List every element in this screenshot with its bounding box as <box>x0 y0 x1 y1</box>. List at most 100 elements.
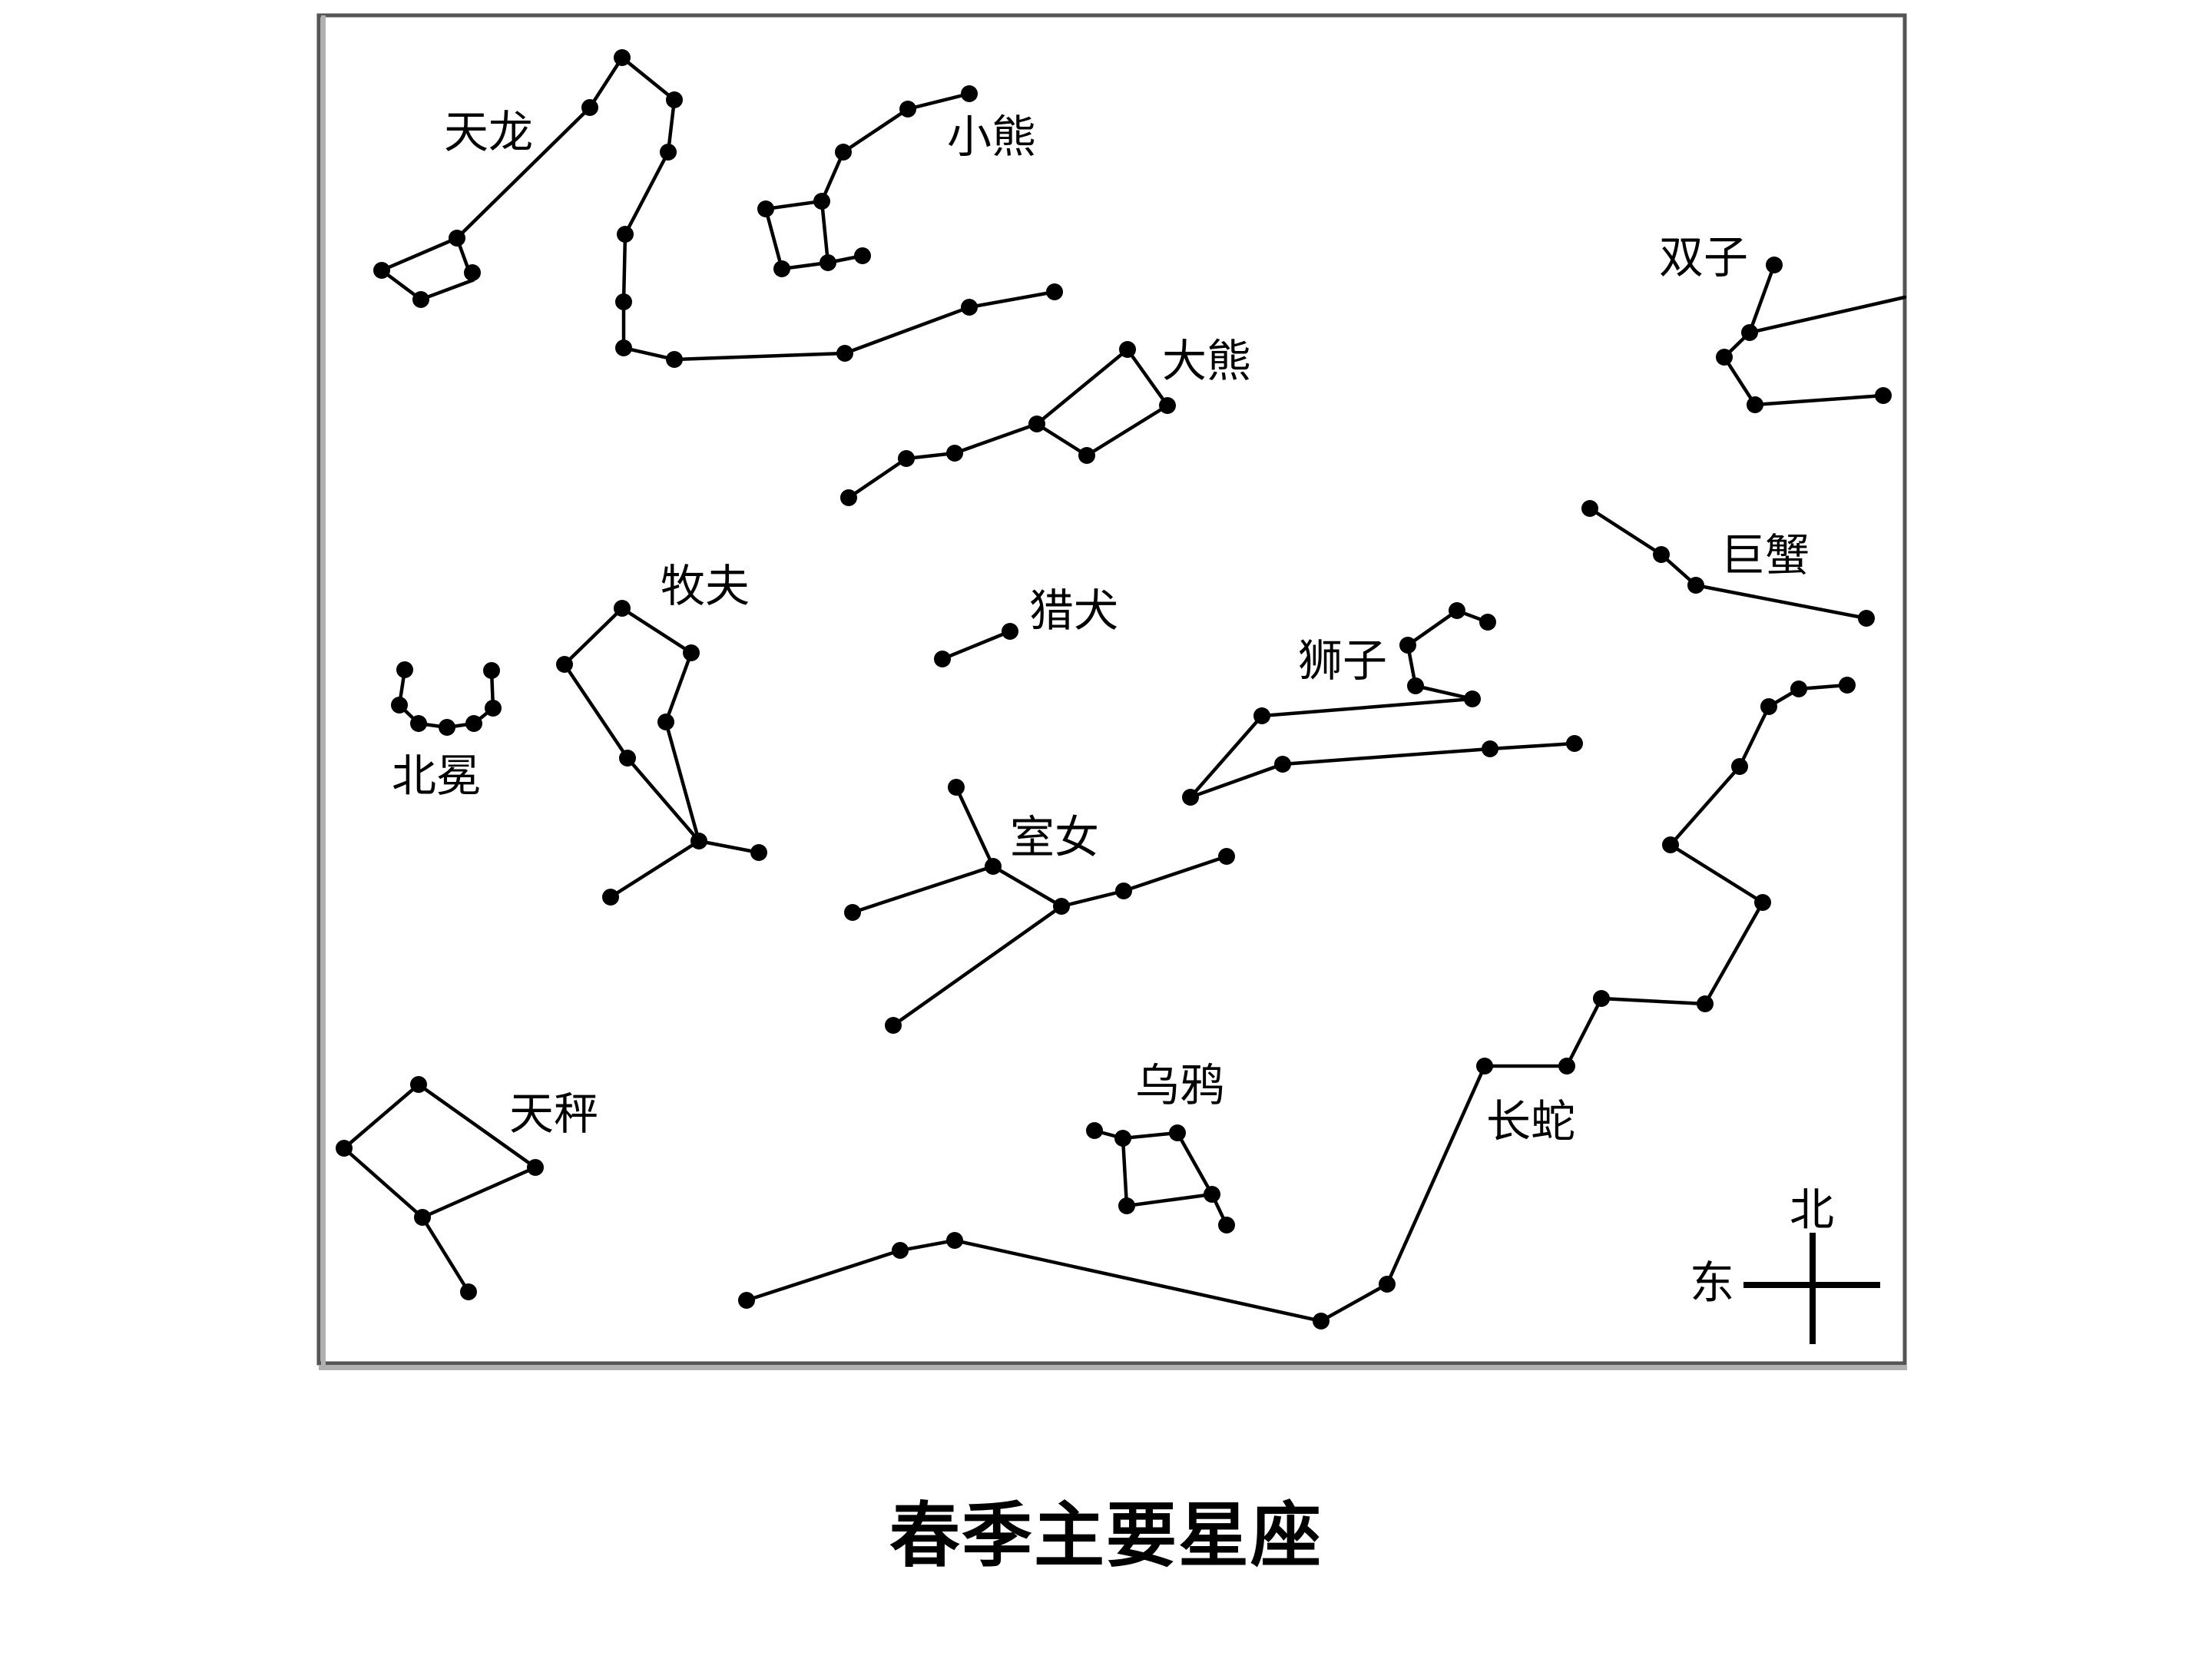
draco-star-14 <box>961 299 978 316</box>
libra-star-1 <box>410 1076 427 1093</box>
corvus-star-1 <box>1086 1122 1103 1139</box>
label-libra: 天秤 <box>509 1088 598 1140</box>
hydra-star-9 <box>1558 1058 1575 1075</box>
draco-star-1 <box>614 49 631 66</box>
label-leo: 狮子 <box>1298 634 1387 687</box>
cancer-star-4 <box>1858 610 1875 627</box>
virgo-star-5 <box>1115 882 1132 899</box>
hydra-star-1 <box>1839 677 1856 694</box>
hydra-star-15 <box>738 1292 755 1309</box>
draco-star-8 <box>464 264 481 281</box>
hydra-star-8 <box>1593 990 1610 1007</box>
compass-east-label: 东 <box>1690 1257 1734 1309</box>
ursa-major-star-5 <box>946 445 963 462</box>
bootes-star-7 <box>750 844 767 861</box>
hydra-star-4 <box>1731 758 1748 775</box>
virgo-star-2 <box>985 858 1002 875</box>
draco-star-4 <box>660 144 677 161</box>
hydra-star-11 <box>1379 1276 1396 1293</box>
ursa-major-star-4 <box>1078 447 1095 464</box>
draco-star-10 <box>615 293 632 310</box>
draco-star-15 <box>1046 283 1063 300</box>
ursa-major-star-7 <box>840 489 857 506</box>
leo-star-10 <box>1182 789 1199 806</box>
corona-borealis-star-5 <box>465 715 482 732</box>
label-gemini: 双子 <box>1659 231 1748 283</box>
draco-star-7 <box>373 262 390 279</box>
bootes-star-8 <box>602 889 619 906</box>
label-canes-venatici: 猎犬 <box>1029 584 1118 637</box>
bootes-star-5 <box>619 750 636 767</box>
virgo-line-2 <box>991 854 1229 909</box>
label-corona-borealis: 北冕 <box>392 750 481 802</box>
virgo-star-4 <box>1053 898 1070 915</box>
ursa-major-star-2 <box>1159 397 1176 414</box>
libra-star-2 <box>336 1140 353 1157</box>
map-frame <box>316 13 1907 1366</box>
compass: 北 东 <box>1690 1184 1880 1344</box>
virgo-line-3 <box>891 904 1064 1028</box>
cancer-star-1 <box>1581 500 1598 517</box>
libra-star-4 <box>414 1209 431 1226</box>
hydra-star-5 <box>1662 836 1679 853</box>
ursa-minor-star-1 <box>961 85 978 102</box>
label-ursa-minor: 小熊 <box>947 111 1036 163</box>
draco-star-13 <box>836 345 853 362</box>
ursa-major-star-1 <box>1119 341 1136 358</box>
ursa-minor-star-4 <box>757 200 774 217</box>
virgo-star-6 <box>1218 848 1235 865</box>
label-virgo: 室女 <box>1010 811 1099 863</box>
label-corvus: 乌鸦 <box>1135 1059 1224 1111</box>
draco-star-11 <box>615 339 632 356</box>
leo-line-2 <box>1406 608 1475 701</box>
ursa-minor-star-5 <box>813 193 830 210</box>
corvus-star-5 <box>1204 1186 1220 1203</box>
draco-star-2 <box>666 91 683 108</box>
hydra-star-14 <box>892 1242 909 1259</box>
draco-star-9 <box>412 291 429 308</box>
leo-star-7 <box>1566 735 1583 752</box>
canes-venatici-line-1 <box>940 629 1012 661</box>
corona-borealis-star-1 <box>396 661 413 678</box>
hydra-star-3 <box>1760 698 1777 715</box>
corvus-star-3 <box>1169 1124 1186 1141</box>
gemini-star-2 <box>1741 324 1758 341</box>
draco-line-1 <box>455 55 1057 362</box>
gemini-star-3 <box>1716 349 1733 366</box>
leo-star-2 <box>1479 614 1496 631</box>
label-draco: 天龙 <box>444 106 533 158</box>
ursa-minor-star-3 <box>835 144 852 161</box>
ursa-major-star-6 <box>898 450 915 467</box>
corona-borealis-star-6 <box>485 700 502 717</box>
cancer-line-1 <box>1588 506 1869 621</box>
leo-line-3 <box>1184 697 1577 802</box>
draco-star-6 <box>449 230 465 247</box>
gemini-star-5 <box>1875 387 1892 404</box>
hydra-star-10 <box>1476 1058 1493 1075</box>
bootes-star-2 <box>556 656 573 673</box>
hydra-star-7 <box>1697 995 1714 1012</box>
leo-star-9 <box>1482 740 1498 757</box>
bootes-star-6 <box>690 833 707 849</box>
leo-star-8 <box>1274 756 1291 773</box>
ursa-major-star-3 <box>1028 416 1045 432</box>
hydra-star-2 <box>1790 680 1807 697</box>
bootes-star-3 <box>683 644 700 661</box>
label-hydra: 长蛇 <box>1486 1095 1575 1147</box>
canes-venatici-star-2 <box>1002 623 1018 640</box>
virgo-star-1 <box>948 779 965 796</box>
virgo-star-3 <box>844 904 861 921</box>
hydra-star-13 <box>946 1232 963 1249</box>
leo-star-4 <box>1407 677 1424 694</box>
corvus-star-2 <box>1114 1130 1131 1147</box>
leo-star-3 <box>1399 637 1416 654</box>
corona-borealis-star-7 <box>483 662 500 679</box>
gemini-star-1 <box>1766 257 1783 273</box>
hydra-star-12 <box>1313 1313 1330 1330</box>
draco-star-3 <box>581 99 598 116</box>
gemini-star-4 <box>1747 396 1763 413</box>
libra-star-3 <box>527 1159 544 1176</box>
corona-borealis-star-2 <box>391 697 408 714</box>
ursa-minor-star-7 <box>820 254 836 271</box>
libra-line-2 <box>420 1215 471 1294</box>
